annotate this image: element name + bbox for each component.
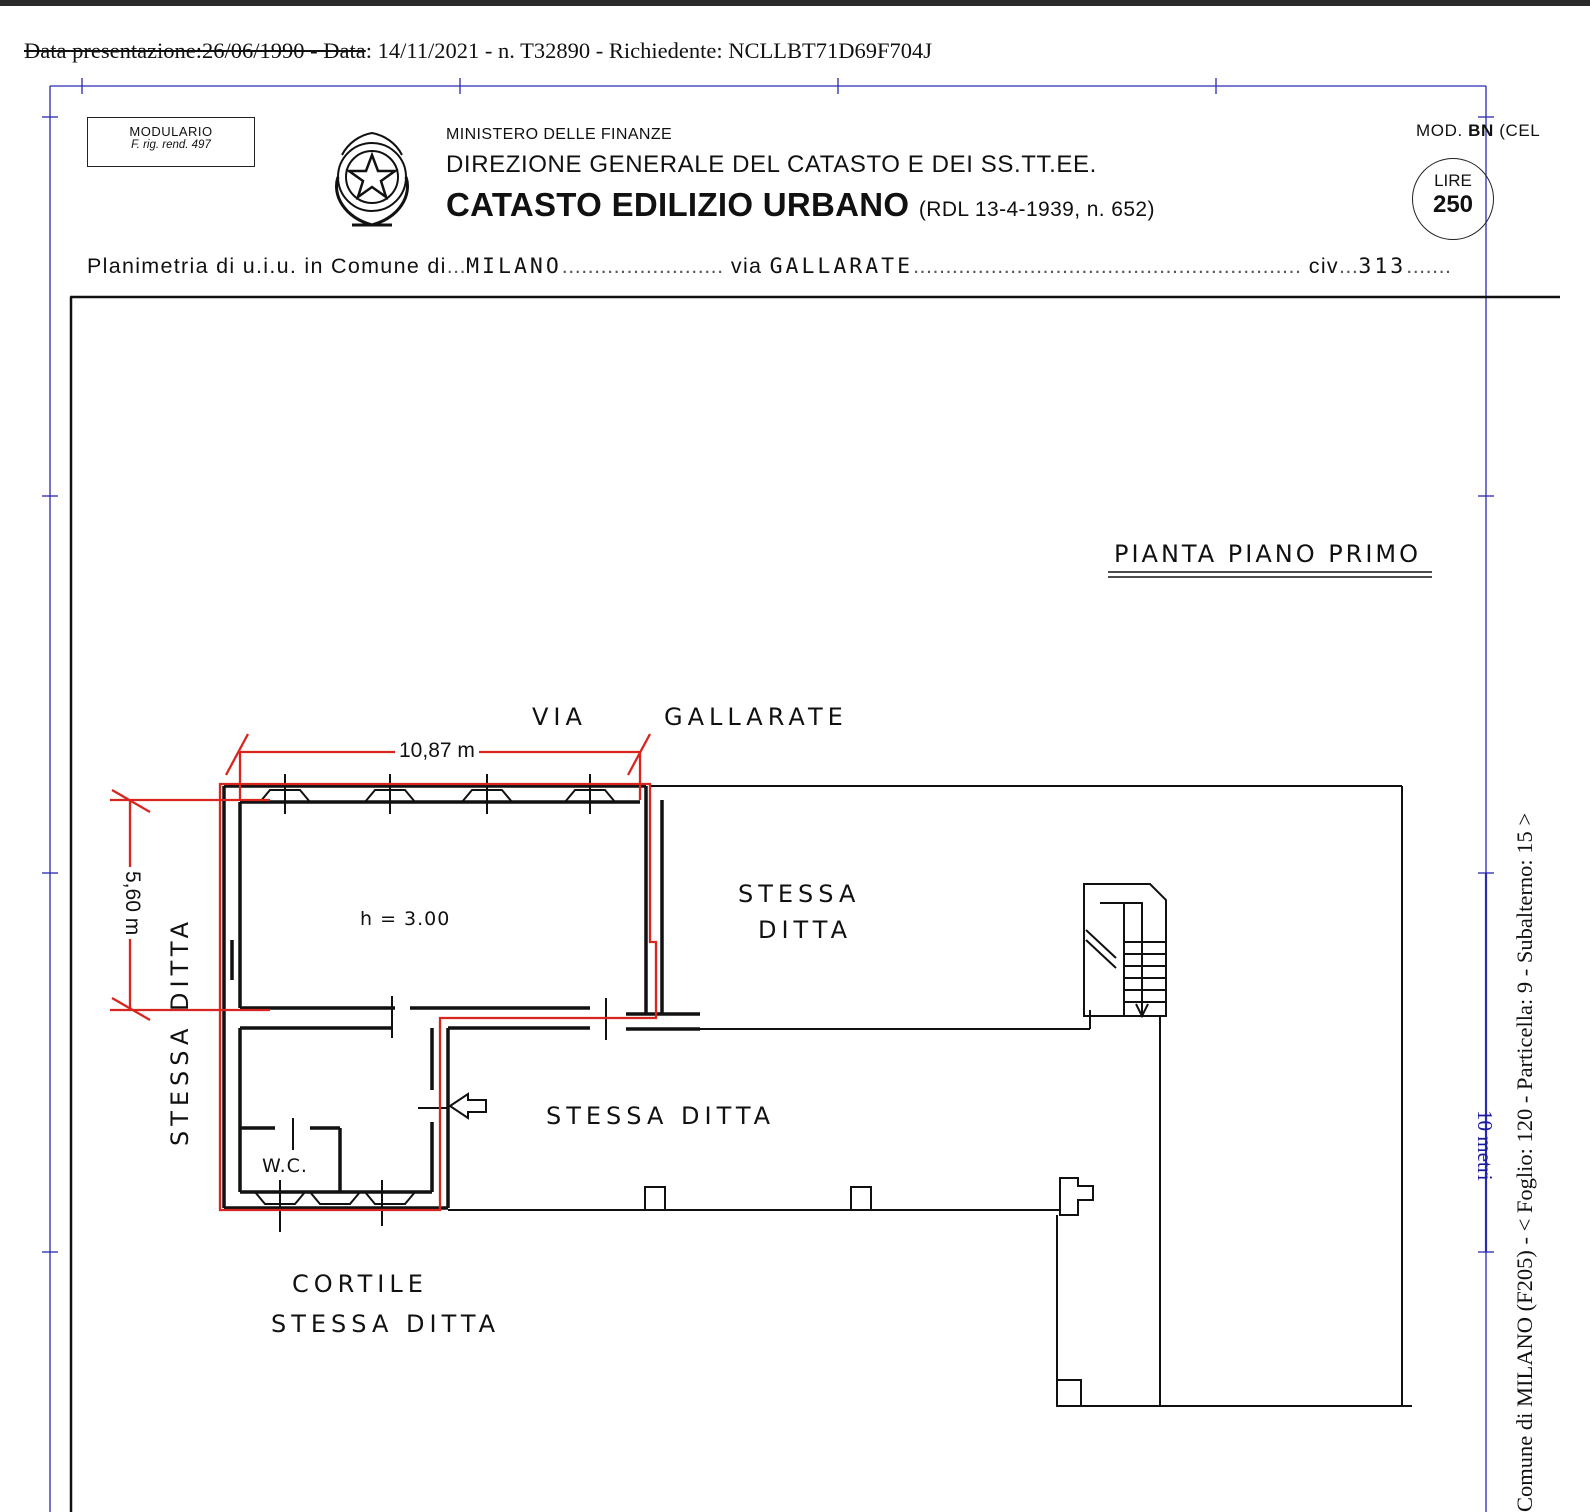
planimetria-prefix: Planimetria di u.i.u. in Comune di (87, 254, 447, 278)
model-bold: BN (1468, 121, 1494, 140)
stessa-ditta-top-line2: DITTA (758, 916, 853, 944)
planimetria-line: Planimetria di u.i.u. in Comune di...MIL… (87, 254, 1452, 279)
ceiling-height: h = 3.00 (360, 908, 451, 930)
rdl-reference: (RDL 13-4-1939, n. 652) (918, 198, 1155, 221)
wc-label: W.C. (262, 1155, 308, 1177)
comune-value: MILANO (466, 254, 562, 279)
request-info: : 14/11/2021 - n. T32890 - Richiedente: … (365, 38, 932, 63)
civ-label: civ (1308, 254, 1339, 278)
model-code: MOD. BN (CEL (1416, 121, 1540, 141)
model-suffix: (CEL (1499, 121, 1541, 140)
lire-stamp: LIRE 250 (1412, 158, 1494, 240)
dots-fill: ... (1338, 254, 1359, 278)
catasto-title-text: CATASTO EDILIZIO URBANO (446, 186, 910, 223)
cortile-owner-label: STESSA DITTA (271, 1310, 501, 1338)
modulario-stamp: MODULARIO F. rig. rend. 497 (87, 117, 255, 167)
cadastral-reference: Comune di MILANO (F205) - < Foglio: 120 … (1512, 812, 1537, 1512)
model-prefix: MOD. (1416, 121, 1463, 140)
via-value: GALLARATE (769, 254, 914, 279)
ministry-name: MINISTERO DELLE FINANZE (446, 126, 673, 143)
catasto-title: CATASTO EDILIZIO URBANO (RDL 13-4-1939, … (446, 186, 1155, 224)
lire-label: LIRE (1434, 171, 1472, 190)
width-dimension: 10,87 m (395, 739, 479, 763)
street-label-gallarate: GALLARATE (664, 703, 848, 731)
window-top-bar (0, 0, 1590, 6)
dots-fill: ......................... (561, 254, 724, 278)
dots-fill: ........................................… (913, 254, 1302, 278)
floor-title: PIANTA PIANO PRIMO (1114, 540, 1422, 568)
depth-dimension: 5,60 m (120, 867, 144, 940)
dots-fill: ....... (1406, 254, 1452, 278)
document-metadata-line: Data presentazione:26/06/1990 - Data: 14… (24, 38, 932, 64)
street-label-via: VIA (532, 703, 587, 731)
lire-value: 250 (1432, 191, 1474, 218)
modulario-label: MODULARIO (129, 124, 213, 139)
civ-value: 313 (1358, 254, 1407, 279)
modulario-form-code: F. rig. rend. 497 (131, 139, 211, 151)
stessa-ditta-left-label: STESSA DITTA (166, 916, 194, 1146)
struck-presentation-date: Data presentazione:26/06/1990 - Data (24, 38, 366, 63)
directorate-name: DIREZIONE GENERALE DEL CATASTO E DEI SS.… (446, 151, 1097, 178)
stessa-ditta-top-line1: STESSA (738, 880, 861, 908)
republic-emblem-icon (335, 131, 409, 227)
stessa-ditta-center-label: STESSA DITTA (546, 1102, 776, 1130)
via-label: via (730, 254, 763, 278)
cortile-label: CORTILE (292, 1270, 428, 1298)
dots-fill: ... (446, 254, 467, 278)
scale-bar-label: 10 metri (1473, 1110, 1497, 1181)
